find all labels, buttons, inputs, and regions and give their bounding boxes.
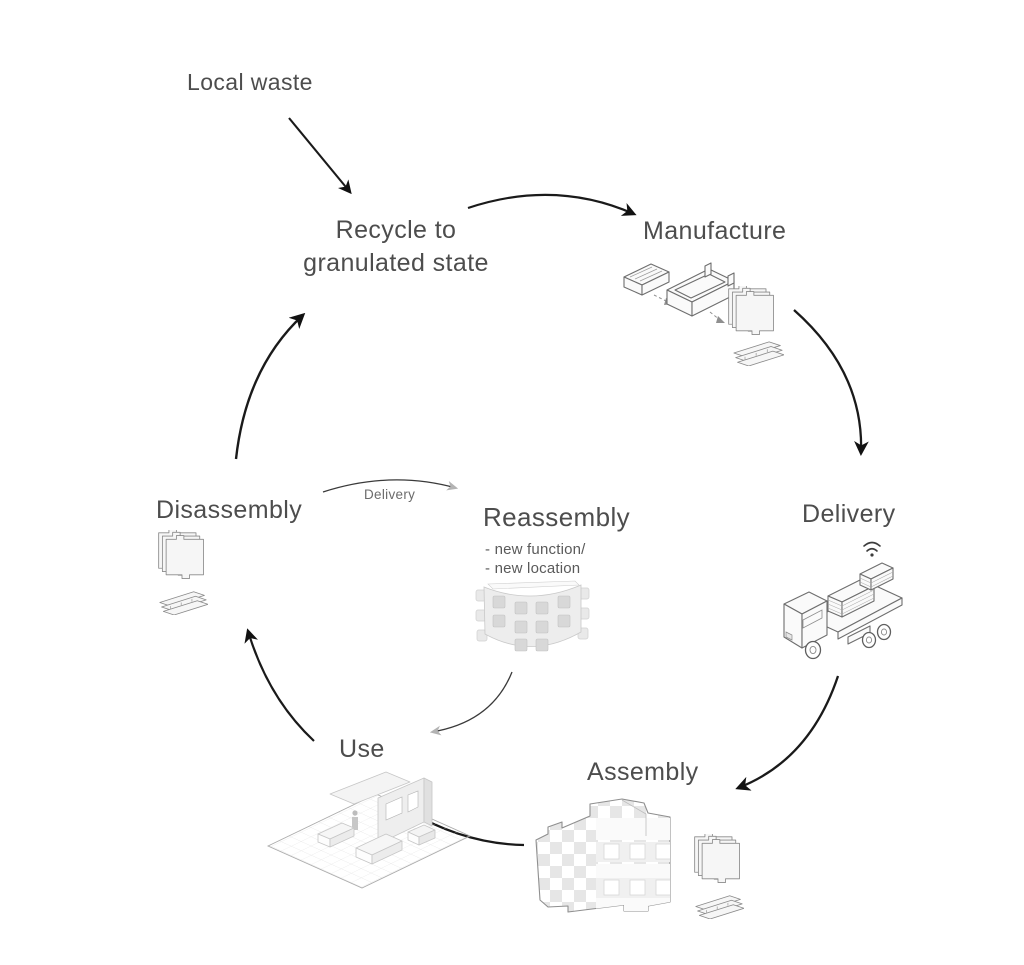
room-icon: [266, 771, 472, 889]
recycle-line-1: Recycle to: [335, 216, 457, 244]
edge-label-delivery: Delivery: [364, 487, 416, 502]
edge-delivery-to-assembly: [735, 675, 840, 791]
reassembly-note-2: - new location: [485, 560, 581, 577]
edge-reassembly-to-use: [429, 671, 513, 736]
manufacture-icon-group: [623, 262, 784, 366]
block-stack-icon: [158, 530, 204, 579]
node-label-reassembly: Reassembly: [483, 502, 631, 532]
node-label-local-waste: Local waste: [187, 69, 313, 95]
edge-disassembly-to-recycle: [234, 312, 306, 460]
edge-manufacture-to-delivery: [793, 309, 869, 456]
node-label-recycle: Recycle to granulated state: [270, 214, 522, 280]
block-stack-icon: [728, 286, 774, 335]
edge-recycle-to-manufacture: [467, 193, 637, 216]
node-label-disassembly: Disassembly: [156, 496, 303, 524]
wifi-icon: [863, 541, 881, 557]
node-label-use: Use: [339, 735, 385, 763]
reassembly-note-1: - new function/: [485, 541, 586, 558]
assembly-parts-group: [694, 834, 744, 919]
assembly-wall-icon: [535, 798, 671, 913]
block-stack-icon: [694, 834, 740, 883]
node-label-delivery: Delivery: [802, 500, 896, 528]
person-figure: [352, 810, 358, 830]
edge-localwaste-to-recycle: [288, 117, 352, 195]
reassembly-notes: - new function/ - new location: [485, 540, 586, 578]
truck-icon: [783, 541, 903, 660]
slats-icon: [733, 341, 784, 366]
node-label-manufacture: Manufacture: [643, 217, 787, 245]
node-label-assembly: Assembly: [587, 758, 699, 786]
slats-icon: [159, 591, 208, 615]
disassembly-parts-group: [158, 530, 208, 615]
edge-use-to-disassembly: [244, 628, 315, 742]
curved-wall-icon: [475, 580, 590, 652]
mold-icon: [623, 262, 735, 323]
slats-icon: [695, 895, 744, 919]
recycle-line-2: granulated state: [303, 249, 489, 277]
edge-disassembly-to-reassembly: [322, 479, 459, 493]
